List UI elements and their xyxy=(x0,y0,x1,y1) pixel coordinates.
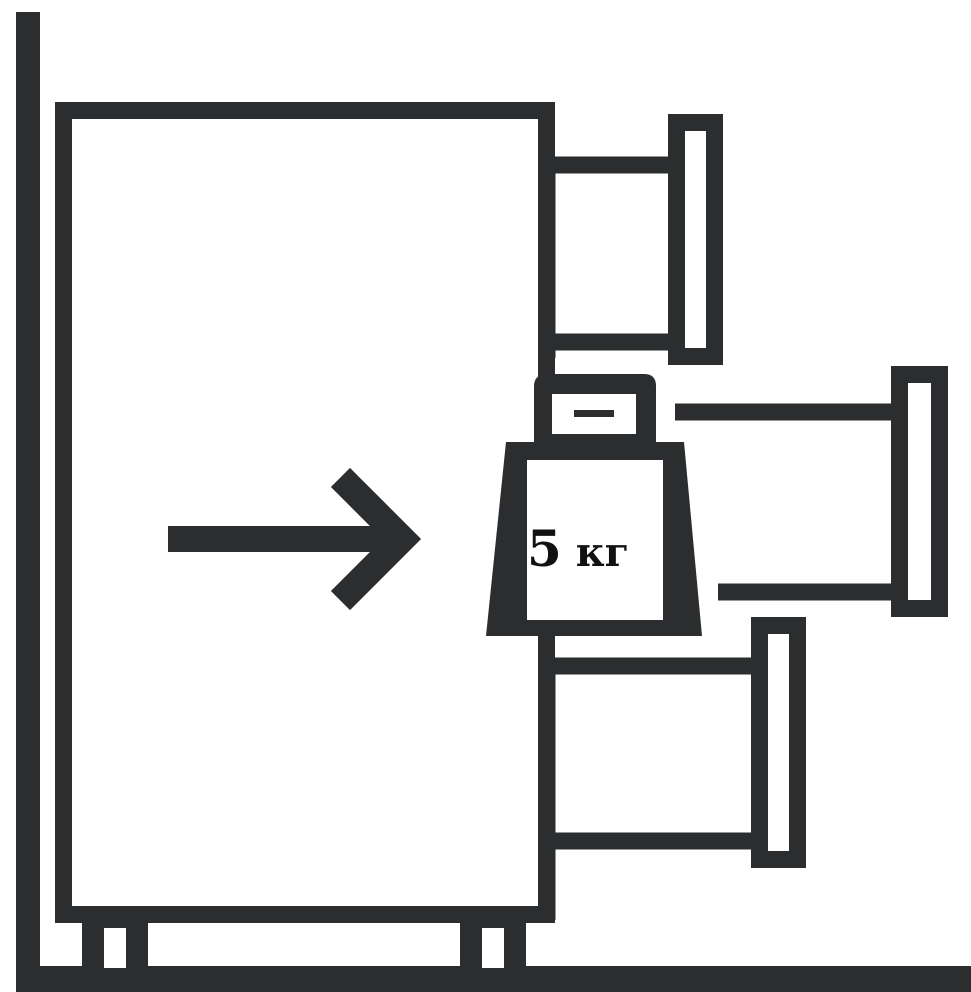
weight-label: 5 кг xyxy=(527,519,629,578)
wall-line xyxy=(16,12,40,992)
bottom-drawer-box xyxy=(538,657,755,920)
arrow-right-icon xyxy=(168,467,422,611)
weight-kettlebell-icon: 5 кг xyxy=(486,374,702,636)
floor-line xyxy=(16,966,971,992)
bottom-drawer xyxy=(538,617,806,920)
weight-value: 5 xyxy=(527,519,562,578)
middle-drawer-box xyxy=(675,403,895,601)
top-drawer-front xyxy=(668,114,723,365)
weight-unit: кг xyxy=(576,529,629,576)
middle-drawer xyxy=(675,366,948,617)
middle-drawer-front xyxy=(891,366,948,617)
cabinet-legs xyxy=(82,920,526,970)
top-drawer xyxy=(538,114,723,365)
top-drawer-box xyxy=(538,156,676,358)
cabinet-body xyxy=(55,102,555,923)
bottom-drawer-front xyxy=(751,617,806,868)
wall-and-floor xyxy=(16,12,971,992)
